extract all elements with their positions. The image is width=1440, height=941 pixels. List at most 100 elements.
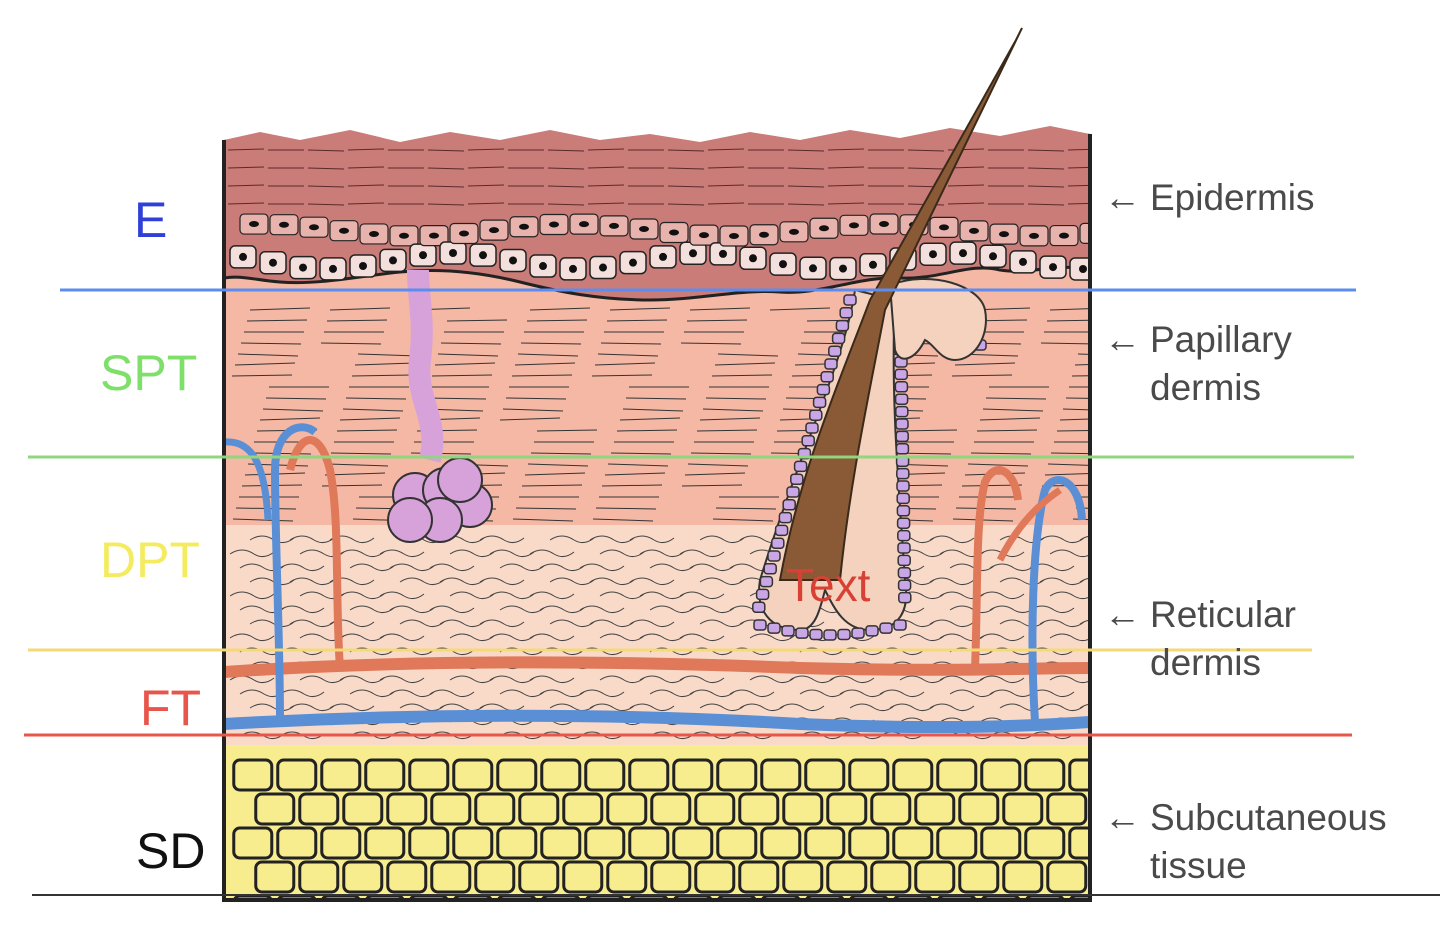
fat-cell bbox=[298, 860, 340, 894]
reticular-fiber bbox=[1100, 564, 1144, 571]
collagen-fiber bbox=[955, 507, 1017, 510]
fat-cell bbox=[782, 792, 824, 826]
keratin-line bbox=[467, 202, 505, 205]
fat-cells bbox=[232, 758, 1090, 900]
reticular-fiber bbox=[529, 675, 575, 684]
fat-cell bbox=[980, 826, 1022, 860]
collagen-fiber bbox=[600, 342, 662, 345]
reticular-fiber bbox=[679, 633, 725, 642]
keratin-line bbox=[547, 167, 585, 170]
fat-cell bbox=[980, 758, 1022, 792]
cell-nucleus bbox=[1029, 232, 1039, 239]
label-reticular-dermis: ←Reticular dermis bbox=[1104, 591, 1296, 687]
follicle-cell bbox=[767, 550, 781, 562]
cell-nucleus bbox=[479, 251, 487, 260]
collagen-fiber bbox=[329, 307, 391, 311]
keratin-line bbox=[667, 185, 705, 188]
collagen-fiber bbox=[979, 417, 1041, 421]
collagen-fiber bbox=[231, 374, 293, 377]
reticular-fiber bbox=[439, 577, 485, 586]
reticular-fiber bbox=[289, 535, 335, 544]
collagen-fiber bbox=[512, 518, 574, 522]
collagen-fiber bbox=[1075, 507, 1090, 510]
skin-layers bbox=[224, 126, 1144, 900]
fat-cell bbox=[694, 860, 736, 894]
label-epidermis: ←Epidermis bbox=[1104, 174, 1315, 222]
keratin-line bbox=[1067, 202, 1090, 205]
reticular-fiber bbox=[629, 577, 675, 586]
follicle-cell bbox=[895, 443, 910, 455]
hair-shaft bbox=[778, 27, 1023, 581]
collagen-fiber bbox=[1047, 463, 1090, 467]
reticular-fiber bbox=[489, 633, 535, 642]
reticular-fiber bbox=[1089, 549, 1090, 558]
follicle-cell bbox=[896, 467, 910, 480]
keratin-line bbox=[467, 184, 505, 187]
keratin-line bbox=[787, 203, 825, 206]
keratin-line bbox=[467, 166, 505, 169]
fat-cell bbox=[826, 860, 868, 894]
follicle-cell bbox=[894, 381, 909, 393]
fat-cell bbox=[584, 826, 626, 860]
collagen-fiber bbox=[680, 342, 742, 345]
keratin-line bbox=[1067, 166, 1090, 169]
cell-nucleus bbox=[359, 261, 367, 270]
collagen-fiber bbox=[982, 408, 1044, 412]
follicle-cell bbox=[897, 554, 911, 567]
reticular-fiber bbox=[649, 563, 695, 572]
cell-nucleus bbox=[729, 232, 739, 239]
reticular-fiber bbox=[479, 577, 525, 586]
fat-cell bbox=[1046, 860, 1088, 894]
cell-nucleus bbox=[509, 256, 517, 265]
fat-cell bbox=[452, 758, 494, 792]
epidermis-cells bbox=[227, 148, 1090, 281]
reticular-fiber bbox=[949, 689, 995, 698]
reticular-fiber bbox=[1079, 577, 1090, 586]
reticular-fiber bbox=[599, 633, 645, 642]
reticular-fiber bbox=[549, 535, 595, 544]
follicle-cell bbox=[778, 511, 793, 524]
keratin-line bbox=[947, 184, 985, 187]
follicle-cell bbox=[896, 505, 911, 517]
reticular-fiber bbox=[629, 619, 675, 628]
reticular-fiber bbox=[1039, 619, 1085, 628]
reticular-fiber bbox=[549, 619, 595, 628]
fat-cell bbox=[914, 860, 956, 894]
cell-nucleus bbox=[629, 258, 637, 267]
cell-nucleus bbox=[819, 225, 829, 232]
reticular-fiber bbox=[279, 563, 325, 572]
collagen-fiber bbox=[684, 472, 746, 476]
fat-cell bbox=[1002, 860, 1044, 894]
keratin-line bbox=[667, 149, 705, 152]
collagen-fiber bbox=[606, 319, 668, 322]
fat-cell bbox=[804, 826, 846, 860]
fat-cell bbox=[760, 826, 802, 860]
reticular-fiber bbox=[689, 563, 735, 572]
cell-nucleus bbox=[659, 252, 667, 261]
collagen-fiber bbox=[625, 397, 687, 400]
reticular-fiber bbox=[589, 619, 635, 628]
collagen-fiber bbox=[505, 397, 567, 400]
collagen-fiber bbox=[1044, 472, 1090, 476]
cell-nucleus bbox=[309, 224, 319, 231]
reticular-fiber bbox=[1039, 577, 1085, 586]
follicle-cell bbox=[893, 619, 907, 631]
collagen-fiber bbox=[234, 362, 296, 366]
fat-cell bbox=[958, 860, 1000, 894]
reticular-fiber bbox=[579, 563, 625, 572]
follicle-cell bbox=[851, 627, 865, 639]
collagen-fiber bbox=[681, 484, 743, 487]
reticular-fiber bbox=[979, 591, 1025, 600]
reticular-fiber bbox=[799, 689, 845, 698]
fat-cell bbox=[650, 860, 692, 894]
fat-cell bbox=[518, 792, 560, 826]
reticular-fiber bbox=[599, 549, 645, 558]
keratin-line bbox=[1027, 167, 1065, 170]
follicle-cell bbox=[809, 409, 823, 421]
cell-nucleus bbox=[369, 230, 379, 237]
reticular-fiber bbox=[499, 563, 545, 572]
fat-cell bbox=[1024, 758, 1066, 792]
reticular-fiber bbox=[399, 703, 445, 712]
reticular-fiber bbox=[649, 689, 695, 698]
